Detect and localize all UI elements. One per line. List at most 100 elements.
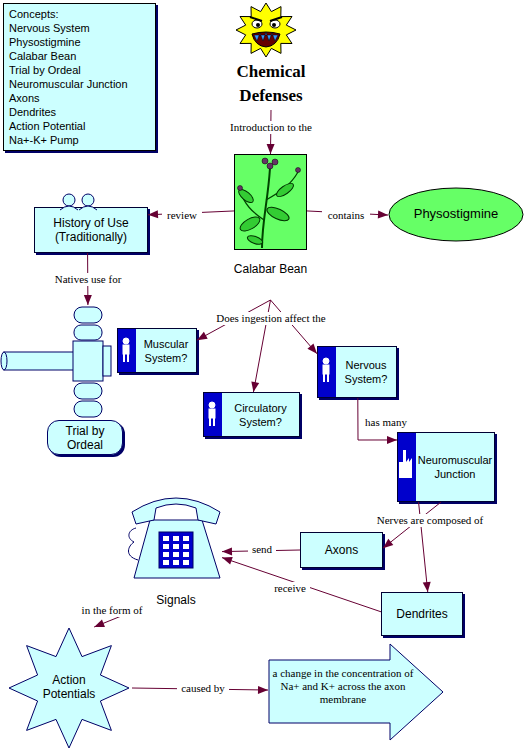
system-box: Muscular System? <box>117 328 197 373</box>
phone-keys <box>163 536 189 565</box>
edge-label: Does ingestion affect the <box>215 312 327 325</box>
monster-pupil <box>256 23 260 27</box>
key <box>183 560 189 565</box>
gavel-handle <box>74 383 102 399</box>
junction-box: Neuromuscular Junction <box>397 432 495 502</box>
node-label: Neuromuscular Junction <box>9 77 150 91</box>
key <box>183 544 189 549</box>
key <box>163 544 169 549</box>
arrowhead <box>222 547 232 555</box>
arrowhead <box>222 557 233 565</box>
arrowhead <box>378 211 388 219</box>
gavel-head-end <box>1 352 7 370</box>
plant-box <box>234 154 307 250</box>
node-label: a change in the concentration of Na+ and… <box>270 667 416 706</box>
node-label: Na+-K+ Pump <box>9 133 150 147</box>
node-label: History of Use (Traditionally) <box>35 216 147 244</box>
edge-label: Natives use for <box>48 273 128 286</box>
gavel-head <box>4 352 74 370</box>
node-label: Chemical Defenses <box>220 60 322 108</box>
arrowhead <box>423 582 431 592</box>
key <box>183 552 189 557</box>
phone-keypad <box>159 532 193 568</box>
person-head <box>82 194 94 206</box>
system-box: Circulatory System? <box>203 392 300 437</box>
node-label: Axons <box>325 543 358 557</box>
node-label: Nervous System <box>9 21 150 35</box>
key <box>173 544 179 549</box>
monster-pupil <box>272 23 276 27</box>
star-text: Action Potentials <box>34 673 104 701</box>
key <box>173 536 179 541</box>
process-box: Dendrites <box>381 592 463 636</box>
edge-label: receive <box>270 582 310 595</box>
key <box>183 536 189 541</box>
phone-handset <box>132 498 220 524</box>
person-head <box>63 194 75 206</box>
node-label: Action Potential <box>9 119 150 133</box>
system-box: Nervous System? <box>317 346 397 398</box>
key <box>163 536 169 541</box>
history-box: History of Use (Traditionally) <box>34 207 148 253</box>
arrowhead <box>307 344 317 354</box>
arrow-shape-node: a change in the concentration of Na+ and… <box>268 643 444 741</box>
edge-label: send <box>248 543 276 556</box>
node-label: Axons <box>9 91 150 105</box>
node-label: Muscular System? <box>136 337 196 365</box>
connector <box>271 300 318 354</box>
star-node: Action Potentials <box>6 627 132 749</box>
gavel-handle <box>74 401 102 417</box>
arrow-shape <box>269 644 443 740</box>
arrowhead <box>148 210 158 218</box>
node-label: Circulatory System? <box>222 401 299 429</box>
monster-brow <box>250 17 282 21</box>
arrowhead <box>383 539 393 548</box>
arrowhead <box>258 686 268 694</box>
arrowhead <box>267 144 275 154</box>
monster-icon <box>236 3 296 57</box>
monster-teeth <box>254 32 278 41</box>
monster-mouth <box>252 32 280 47</box>
node-label: Calabar Bean <box>9 49 150 63</box>
gavel-block <box>73 341 103 381</box>
monster-eye <box>270 20 280 28</box>
gavel-handle <box>74 307 102 323</box>
ellipse-shape <box>389 188 523 241</box>
edge-label: Introduction to the <box>221 121 321 134</box>
node-label: Dendrites <box>9 105 150 119</box>
edge-label: contains <box>322 209 370 222</box>
phone-body <box>134 520 220 578</box>
arrowhead <box>84 295 92 305</box>
edge-label: Nerves are composed of <box>370 514 490 527</box>
arrowhead <box>387 436 397 444</box>
phone-cord <box>129 528 139 560</box>
gavel-node: Trial by Ordeal <box>2 305 123 455</box>
edge-label: review <box>162 209 202 222</box>
star-shape <box>9 628 129 748</box>
rounded-box: Trial by Ordeal <box>47 420 123 455</box>
arrowhead <box>197 332 208 340</box>
arrow-text: a change in the concentration of Na+ and… <box>270 667 416 706</box>
arrowhead <box>251 381 259 392</box>
node-label: Trial by Ordeal <box>48 424 122 452</box>
arrowhead <box>94 620 105 627</box>
node-label: Concepts: <box>9 7 150 21</box>
monster-eye <box>252 20 262 28</box>
gavel-illustration <box>1 307 111 417</box>
edge-label: caused by <box>177 682 229 695</box>
gavel-cap <box>103 346 111 376</box>
process-box: Axons <box>300 532 383 568</box>
node-label: Nervous System? <box>336 358 396 386</box>
key <box>163 552 169 557</box>
node-label: Trial by Ordeal <box>9 63 150 77</box>
edge-label: has many <box>360 416 412 429</box>
node-label: Physostigmine <box>388 207 524 221</box>
node-label: Dendrites <box>396 607 447 621</box>
title-node: Chemical Defenses <box>220 60 322 110</box>
node-label: Physostigmine <box>9 35 150 49</box>
key <box>173 552 179 557</box>
node-label: Action Potentials <box>34 673 104 701</box>
monster-head <box>236 3 296 57</box>
plant-node: Calabar Bean <box>234 154 307 300</box>
